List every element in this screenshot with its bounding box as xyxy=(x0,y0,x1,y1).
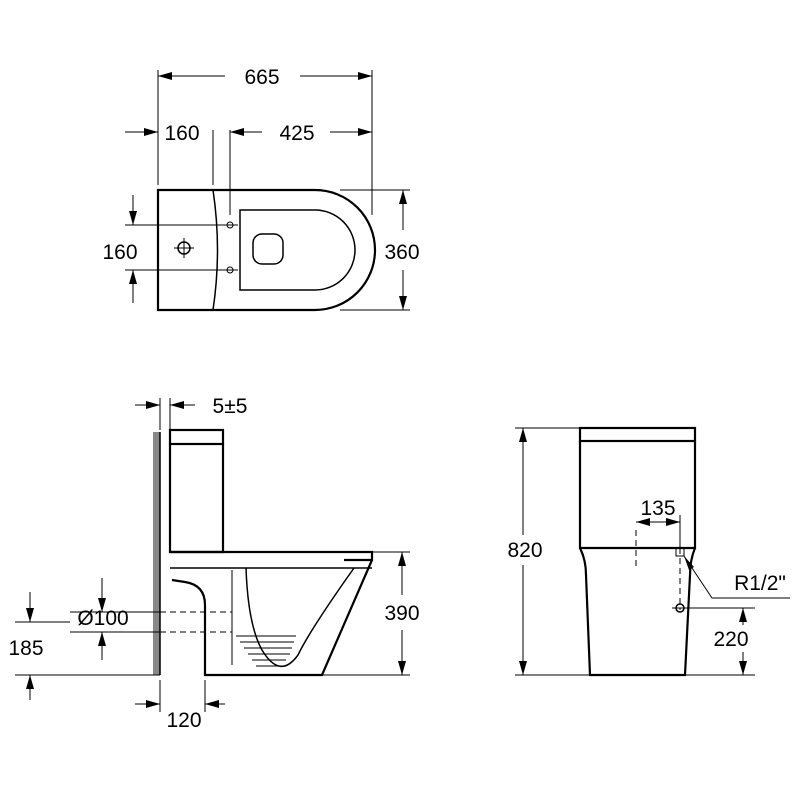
dim-tank-depth: 160 xyxy=(164,122,199,145)
dim-inlet-offset: 135 xyxy=(640,497,675,520)
dim-outlet-height: 185 xyxy=(8,637,43,660)
dim-bowl-length: 425 xyxy=(279,122,314,145)
dim-inlet-height: 220 xyxy=(713,628,748,651)
top-view: 665 160 425 160 360 xyxy=(102,66,420,312)
side-trapway xyxy=(245,567,355,667)
seat-outline xyxy=(239,209,356,291)
side-bowl-rim xyxy=(170,550,374,562)
front-view: 820 135 R1/2" 220 xyxy=(507,426,790,677)
front-tank-lid xyxy=(578,426,697,443)
dim-seat-height: 390 xyxy=(384,602,419,625)
side-view: 5±5 Ø100 185 120 390 xyxy=(8,395,419,732)
wall-hatch xyxy=(153,432,160,675)
tank-bowl-divider xyxy=(212,189,219,311)
side-tank-lid xyxy=(168,428,225,446)
dim-overall-length: 665 xyxy=(244,66,279,89)
front-tank-body xyxy=(578,441,697,550)
bowl-opening xyxy=(252,233,284,265)
dim-total-height: 820 xyxy=(507,539,542,562)
dim-width: 360 xyxy=(384,241,419,264)
dim-outlet-diameter: Ø100 xyxy=(77,607,128,630)
dim-inlet-thread: R1/2" xyxy=(734,572,786,595)
front-pedestal xyxy=(579,547,697,677)
top-view-outline xyxy=(156,188,377,312)
dim-wall-gap: 5±5 xyxy=(213,395,248,418)
side-bowl-body xyxy=(171,559,374,677)
dim-outlet-offset: 120 xyxy=(166,709,201,732)
water-hatch xyxy=(236,635,296,667)
dim-fixing-spacing: 160 xyxy=(102,241,137,264)
side-tank-body xyxy=(168,444,225,554)
